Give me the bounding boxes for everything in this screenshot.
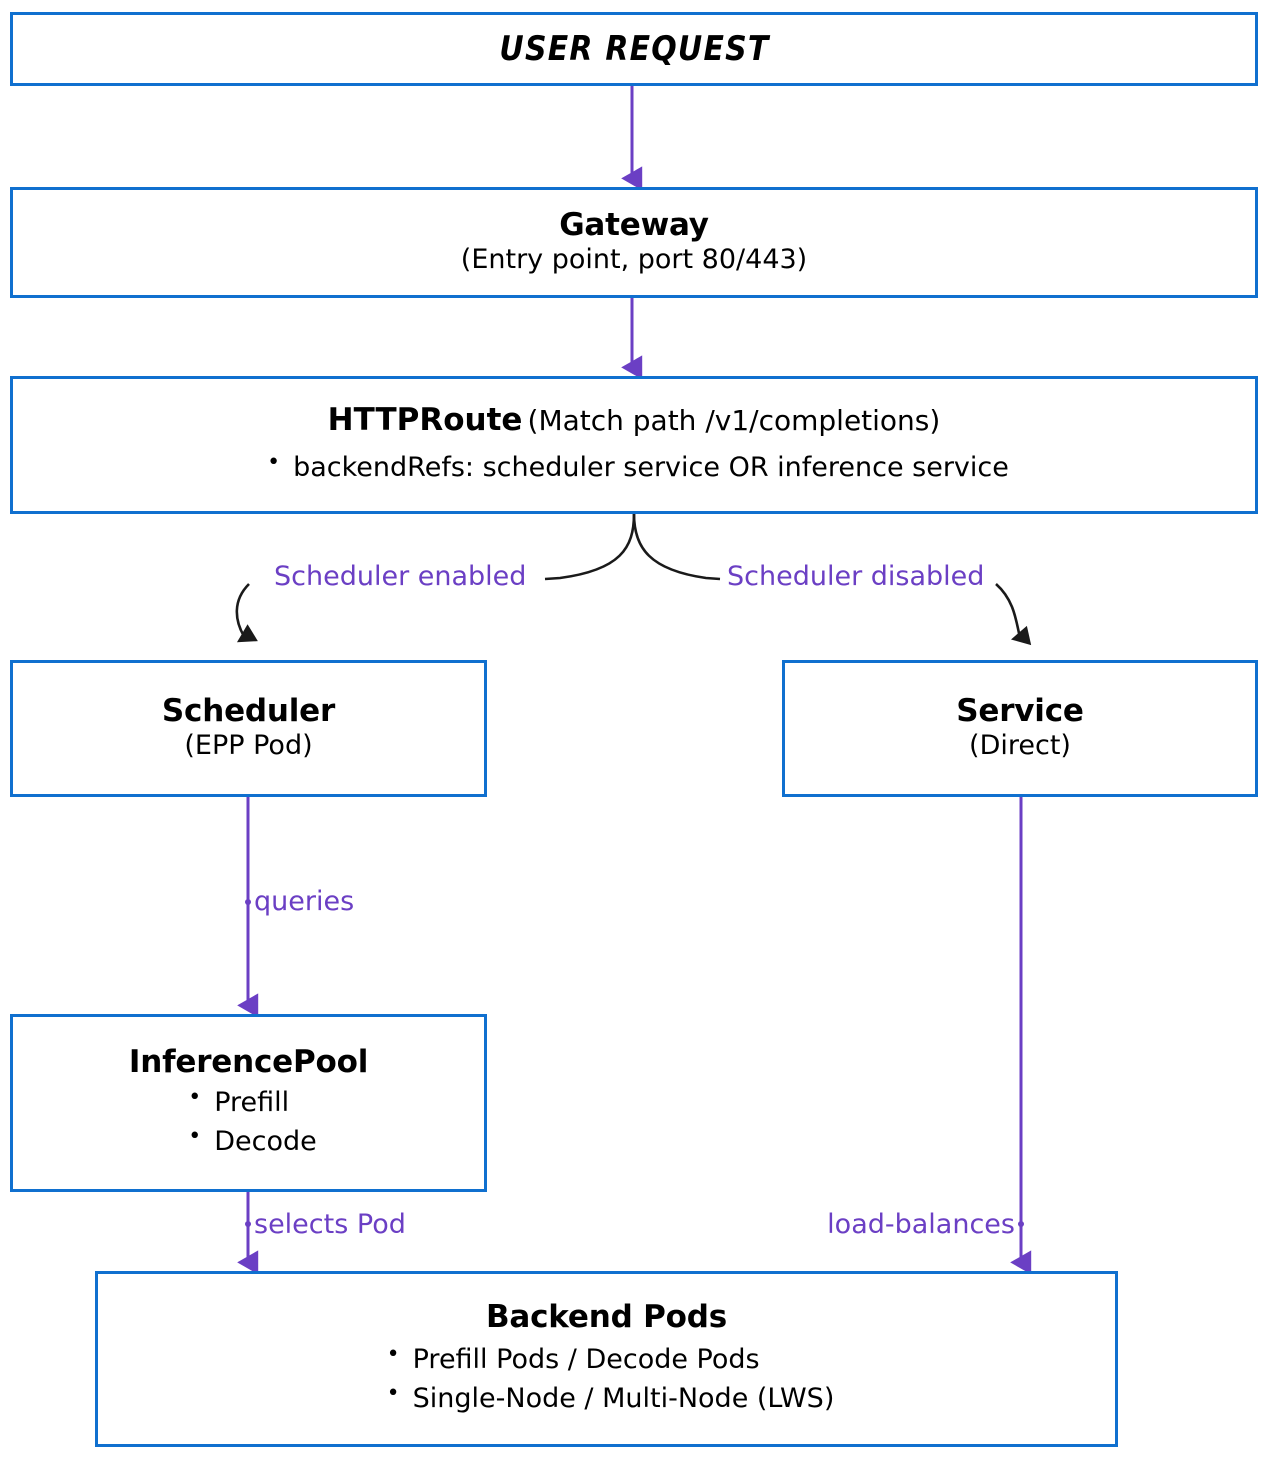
node-httproute-title-strong: HTTPRoute — [327, 402, 523, 439]
node-backendpods-bullets: Prefill Pods / Decode Pods Single-Node /… — [379, 1339, 835, 1418]
node-inferencepool-bullets: Prefill Decode — [180, 1082, 317, 1161]
node-service[interactable]: Service (Direct) — [782, 660, 1258, 797]
node-httproute-bullets: backendRefs: scheduler service OR infere… — [259, 447, 1009, 487]
node-gateway[interactable]: Gateway (Entry point, port 80/443) — [10, 187, 1258, 298]
node-httproute[interactable]: HTTPRoute (Match path /v1/completions) b… — [10, 376, 1258, 514]
node-inferencepool-title: InferencePool — [128, 1044, 369, 1081]
edge-label-load-balances: load-balances — [827, 1209, 1015, 1240]
node-scheduler-title: Scheduler — [161, 693, 336, 730]
edge-selects-pod-anchor — [245, 1221, 251, 1227]
list-item: Decode — [180, 1121, 317, 1161]
edge-label-scheduler-enabled: Scheduler enabled — [274, 561, 527, 592]
node-gateway-title: Gateway — [559, 207, 709, 244]
edge-label-selects-pod: selects Pod — [254, 1209, 406, 1240]
edge-httproute-service-arrow — [995, 583, 1032, 646]
node-service-title: Service — [956, 693, 1084, 730]
edge-httproute-scheduler-arrow — [235, 583, 258, 643]
node-service-subtitle: (Direct) — [969, 730, 1071, 762]
node-gateway-subtitle: (Entry point, port 80/443) — [460, 244, 808, 276]
edge-queries-anchor — [245, 899, 251, 905]
list-item: Prefill — [180, 1082, 317, 1122]
node-backendpods[interactable]: Backend Pods Prefill Pods / Decode Pods … — [95, 1271, 1118, 1447]
node-backendpods-title: Backend Pods — [485, 1299, 728, 1336]
edge-load-balances-anchor — [1018, 1221, 1024, 1227]
node-user-request-title: USER REQUEST — [498, 29, 770, 69]
list-item: backendRefs: scheduler service OR infere… — [259, 447, 1009, 487]
list-item: Single-Node / Multi-Node (LWS) — [379, 1378, 835, 1418]
node-httproute-title: HTTPRoute (Match path /v1/completions) — [328, 402, 941, 438]
node-user-request[interactable]: USER REQUEST — [10, 12, 1258, 86]
node-scheduler[interactable]: Scheduler (EPP Pod) — [10, 660, 487, 797]
node-scheduler-subtitle: (EPP Pod) — [184, 730, 313, 762]
node-inferencepool[interactable]: InferencePool Prefill Decode — [10, 1014, 487, 1192]
node-httproute-title-normal: (Match path /v1/completions) — [527, 404, 941, 438]
edge-httproute-to-scheduler — [544, 513, 636, 581]
edge-httproute-to-service — [632, 513, 721, 581]
edge-label-queries: queries — [254, 886, 355, 917]
edge-label-scheduler-disabled: Scheduler disabled — [727, 561, 985, 592]
list-item: Prefill Pods / Decode Pods — [379, 1339, 835, 1379]
